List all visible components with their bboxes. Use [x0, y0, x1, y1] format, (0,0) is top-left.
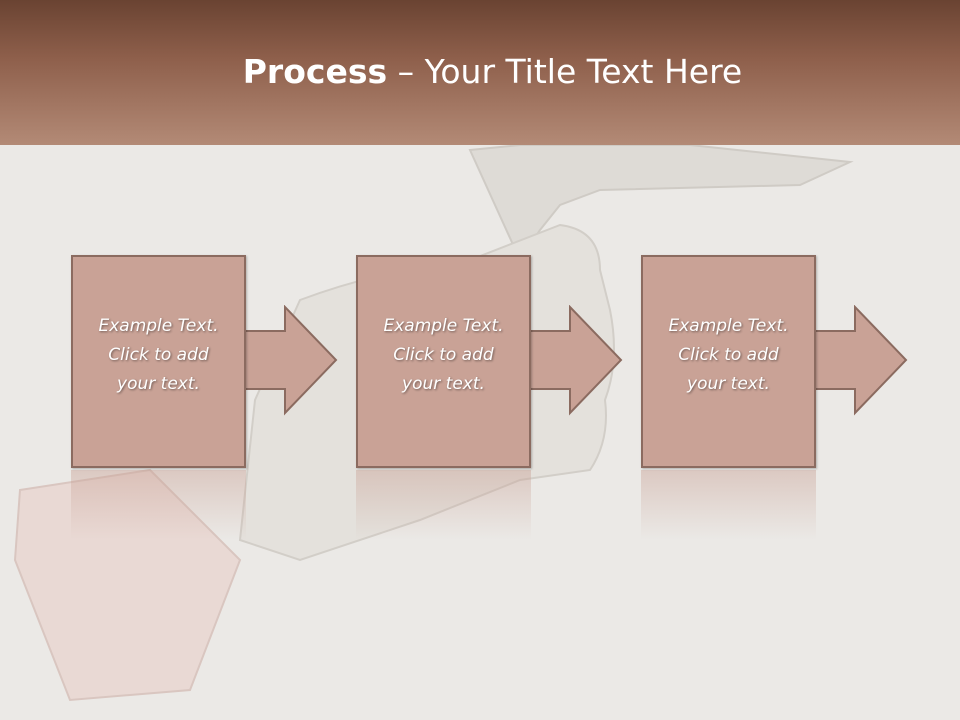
step-2-arrow-icon [525, 305, 623, 416]
step-3-reflection [641, 470, 816, 540]
title-bold-text: Process [242, 52, 388, 91]
step-2-box: Example Text. Click to add your text. [356, 255, 531, 468]
step-3[interactable]: Example Text. Click to add your text. [641, 255, 816, 468]
title-banner [0, 0, 960, 145]
step-2-reflection [356, 470, 531, 540]
step-3-box: Example Text. Click to add your text. [641, 255, 816, 468]
step-2-text[interactable]: Example Text. Click to add your text. [383, 316, 504, 394]
title-rest-text: – Your Title Text Here [387, 52, 743, 91]
step-1[interactable]: Example Text. Click to add your text. [71, 255, 246, 468]
slide-title[interactable]: Process – Your Title Text Here [0, 52, 960, 91]
step-3-arrow-icon [810, 305, 908, 416]
step-1-text[interactable]: Example Text. Click to add your text. [98, 316, 219, 394]
step-3-text[interactable]: Example Text. Click to add your text. [668, 316, 789, 394]
step-1-box: Example Text. Click to add your text. [71, 255, 246, 468]
step-2[interactable]: Example Text. Click to add your text. [356, 255, 531, 468]
step-1-reflection [71, 470, 246, 540]
step-1-arrow-icon [240, 305, 338, 416]
